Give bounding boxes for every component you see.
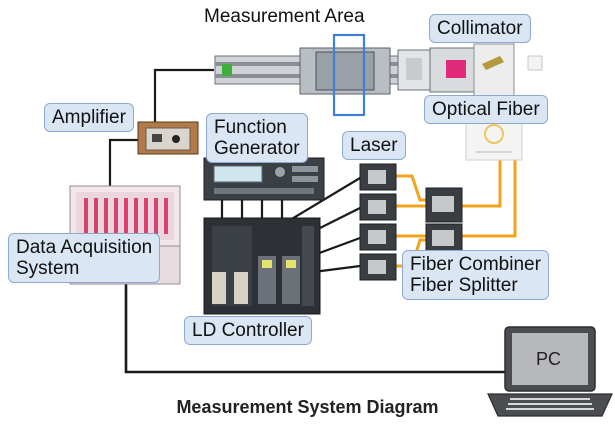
amplifier-device bbox=[137, 121, 199, 155]
ld-controller-device bbox=[203, 217, 321, 315]
laptop-screen bbox=[512, 333, 588, 385]
laser-modules bbox=[359, 163, 397, 281]
label-function-generator: Function Generator bbox=[206, 113, 308, 163]
collimator-device bbox=[429, 43, 543, 97]
diagram-title: Measurement System Diagram bbox=[176, 397, 439, 417]
optical-fiber-spool bbox=[465, 119, 523, 161]
label-laser: Laser bbox=[342, 131, 406, 160]
cable-amplifier-to-daq bbox=[108, 138, 140, 186]
label-data-acquisition-line2: System bbox=[16, 258, 80, 279]
label-data-acquisition-line1: Data Acquisition bbox=[16, 237, 153, 258]
fiber-splitter-up bbox=[460, 152, 517, 238]
label-fiber-combiner: Fiber Combiner bbox=[410, 254, 541, 275]
measurement-area-highlight bbox=[332, 33, 366, 117]
function-generator-device bbox=[203, 157, 325, 201]
collimator-lens bbox=[446, 60, 466, 78]
fiber-combiner-up bbox=[460, 152, 502, 208]
fiber-connector-green bbox=[222, 64, 232, 76]
pc-laptop bbox=[487, 326, 613, 417]
label-data-acquisition-system: Data Acquisition System bbox=[8, 233, 161, 283]
label-fiber-splitter: Fiber Splitter bbox=[410, 275, 518, 296]
fiber-laser-1 bbox=[396, 174, 426, 202]
label-optical-fiber: Optical Fiber bbox=[424, 95, 548, 124]
measurement-tube bbox=[214, 47, 431, 95]
label-measurement-area: Measurement Area bbox=[204, 6, 365, 27]
label-amplifier: Amplifier bbox=[44, 103, 134, 132]
label-function-generator-line2: Generator bbox=[214, 138, 300, 159]
cable-daq-to-pc bbox=[124, 280, 505, 374]
fiber-combiner-splitter-devices bbox=[425, 187, 463, 255]
label-fiber-combiner-splitter: Fiber Combiner Fiber Splitter bbox=[402, 250, 549, 300]
label-function-generator-line1: Function bbox=[214, 117, 287, 138]
cable-measurement-to-amplifier bbox=[153, 68, 214, 122]
label-collimator: Collimator bbox=[429, 14, 531, 43]
label-pc: PC bbox=[536, 349, 562, 369]
label-ld-controller: LD Controller bbox=[184, 316, 312, 345]
